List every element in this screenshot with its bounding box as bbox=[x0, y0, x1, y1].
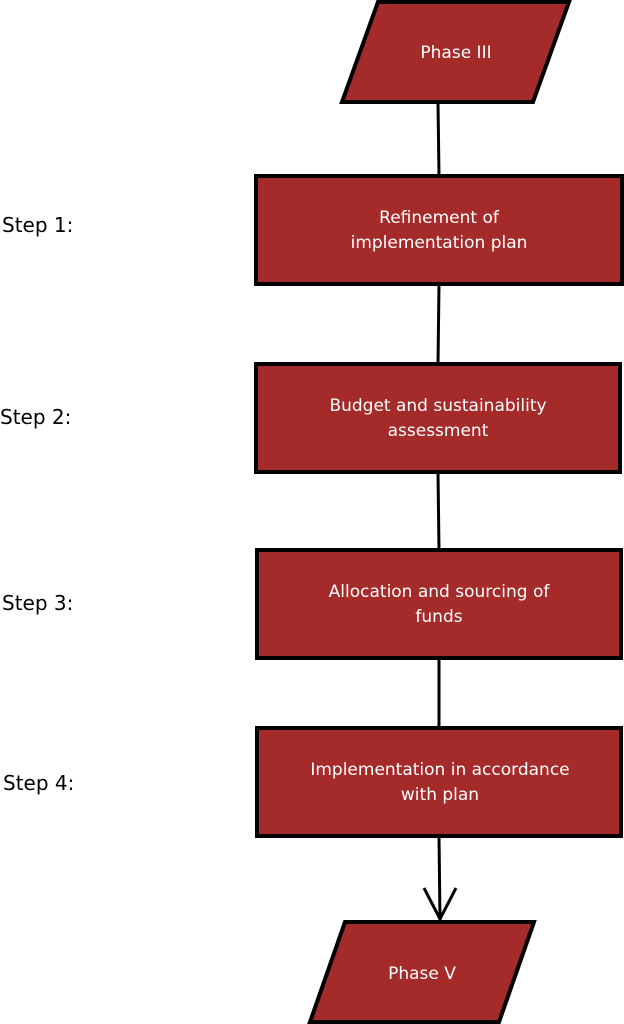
connector-step4-phase5 bbox=[437, 835, 442, 921]
start-node-phase-iii: Phase III bbox=[339, 0, 572, 104]
connector-step1-step2 bbox=[436, 283, 441, 365]
step-3-label: Step 3: bbox=[2, 591, 73, 615]
start-label: Phase III bbox=[420, 43, 491, 63]
step-4-text-line-1: Implementation in accordance bbox=[310, 760, 569, 780]
step-2-text-line-2: assessment bbox=[388, 421, 489, 441]
connector-phase3-step1 bbox=[436, 101, 441, 177]
arrowhead-down-icon bbox=[422, 887, 458, 923]
end-label: Phase V bbox=[388, 964, 456, 984]
step-4-node: Step 4: Implementation in accordance wit… bbox=[3, 726, 623, 838]
step-3-text-line-1: Allocation and sourcing of bbox=[329, 582, 551, 602]
step-2-text-line-1: Budget and sustainability bbox=[329, 396, 546, 416]
step-1-label: Step 1: bbox=[2, 213, 73, 237]
connector-step2-step3 bbox=[436, 471, 441, 551]
step-4-box bbox=[255, 726, 623, 838]
step-1-text-line-2: implementation plan bbox=[351, 233, 528, 253]
step-3-node: Step 3: Allocation and sourcing of funds bbox=[2, 548, 623, 660]
step-3-text-line-2: funds bbox=[415, 607, 462, 627]
step-1-text-line-1: Refinement of bbox=[379, 208, 500, 228]
start-parallelogram bbox=[339, 0, 572, 104]
step-2-box bbox=[254, 362, 622, 474]
end-parallelogram bbox=[307, 920, 537, 1024]
step-4-label: Step 4: bbox=[3, 771, 74, 795]
step-2-label: Step 2: bbox=[0, 405, 71, 429]
step-4-text-line-2: with plan bbox=[401, 785, 479, 805]
step-1-box bbox=[254, 174, 624, 286]
step-2-node: Step 2: Budget and sustainability assess… bbox=[0, 362, 622, 474]
step-3-box bbox=[255, 548, 623, 660]
step-1-node: Step 1: Refinement of implementation pla… bbox=[2, 174, 624, 286]
end-node-phase-v: Phase V bbox=[307, 920, 537, 1024]
